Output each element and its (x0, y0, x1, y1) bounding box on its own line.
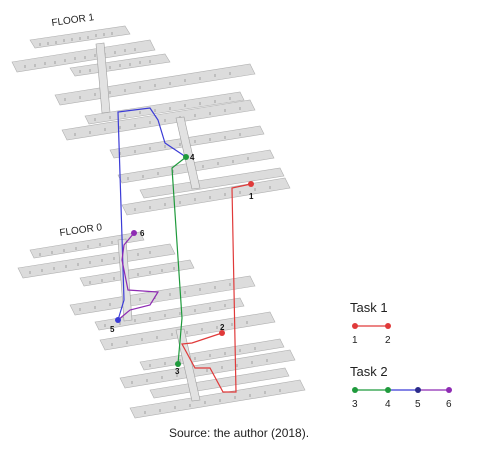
svg-text:2: 2 (220, 323, 225, 332)
svg-text:6: 6 (140, 229, 145, 238)
task-2-route-green (171, 156, 187, 365)
corridor-slab (94, 297, 245, 331)
legend: Task 1 1 2 Task 2 3 4 5 6 (350, 300, 452, 410)
svg-text:5: 5 (110, 325, 115, 334)
svg-text:5: 5 (415, 399, 421, 410)
connecting-corridor (175, 116, 201, 190)
point-marker-5: 5 (110, 317, 121, 334)
corridor-slab (69, 275, 256, 316)
corridor-slab (129, 379, 306, 419)
task-2-route-purple (117, 232, 160, 321)
legend-task-2: Task 2 3 4 5 6 (350, 364, 452, 410)
corridor-slab (149, 367, 290, 399)
corridor-slab (121, 177, 291, 216)
svg-text:1: 1 (352, 335, 358, 346)
point-marker-6: 6 (131, 229, 145, 238)
corridor-slab (29, 231, 145, 259)
point-marker-1: 1 (248, 181, 254, 201)
point-marker-2: 2 (219, 323, 225, 336)
svg-text:4: 4 (190, 153, 195, 162)
legend-task-1: Task 1 1 2 (350, 300, 391, 346)
legend-task-2-title: Task 2 (350, 364, 388, 379)
room-ticks (24, 32, 271, 211)
connecting-corridor (95, 42, 111, 114)
room-ticks (29, 239, 281, 414)
corridor-slab (119, 349, 296, 389)
svg-text:4: 4 (385, 399, 391, 410)
svg-text:6: 6 (446, 399, 452, 410)
point-marker-4: 4 (183, 153, 195, 162)
floor-0-plan: FLOOR 0 (17, 222, 306, 419)
svg-text:3: 3 (175, 367, 180, 376)
point-marker-3: 3 (175, 361, 181, 376)
svg-text:2: 2 (385, 335, 391, 346)
task-2-route-blue (117, 107, 187, 321)
floor-0-label: FLOOR 0 (59, 222, 103, 239)
figure-caption: Source: the author (2018). (168, 426, 310, 440)
svg-text:3: 3 (352, 399, 358, 410)
svg-text:1: 1 (249, 192, 254, 201)
corridor-slab (99, 311, 276, 351)
floor-1-label: FLOOR 1 (51, 12, 95, 29)
task-1-route (181, 183, 252, 393)
corridor-slab (139, 167, 285, 199)
legend-task-1-title: Task 1 (350, 300, 388, 315)
corridor-slab (79, 259, 195, 287)
